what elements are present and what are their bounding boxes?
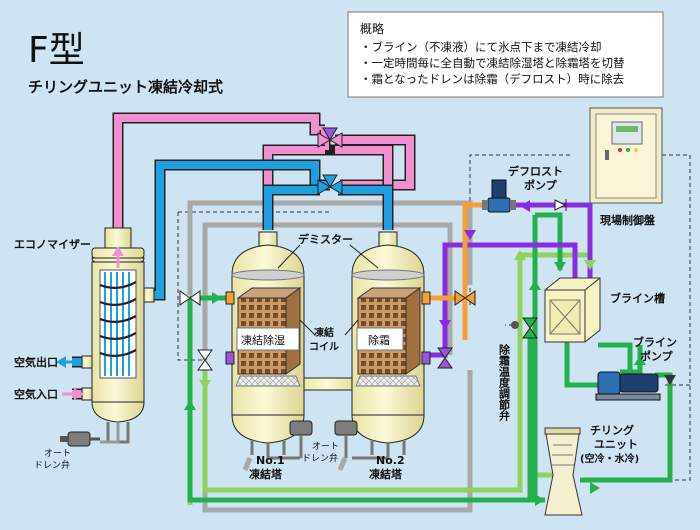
label-chiller-2: ユニット [594,438,638,451]
title-main: F型 [28,30,85,71]
auto-drain-valve-middle [266,420,390,460]
tower-2 [351,231,431,455]
valve-blue-mid [317,174,343,195]
defrost-temp-control-valve [511,317,538,339]
label-freeze-coil-1: 凍結 [314,326,334,339]
flow-arrows [184,200,676,506]
label-economizer: エコノマイザー [14,238,91,251]
economizer [81,227,155,444]
freeze-coil-pointer [299,319,359,336]
summary-line-3: ・霜となったドレンは除霜（デフロスト）時に除去 [360,72,624,86]
label-auto-drain-left-1: オート [44,448,71,459]
demister-pointer [277,244,379,269]
brine-tank [544,277,601,343]
label-air-in: 空気入口 [14,387,58,401]
valve-left-green [179,290,201,306]
label-tower2-name-1: No.2 [376,454,405,467]
brine-pump [595,371,661,401]
label-auto-drain-mid-1: オート [312,441,339,452]
summary-line-1: ・ブライン（不凍液）にて氷点下まで凍結冷却 [360,40,602,54]
valve-right-purple [437,347,453,369]
valve-pink-top [317,127,343,148]
label-brine-pump-2: ポンプ [640,349,674,363]
label-tower1-name-2: 凍結塔 [249,467,283,481]
auto-drain-valve-left [60,431,100,447]
label-tower2-mode: 除霜 [368,333,390,347]
summary-line-2: ・一定時間毎に全自動で凍結除湿塔と除霜塔を切替 [360,56,625,70]
label-auto-drain-mid-2: ドレン弁 [302,452,338,464]
defrost-pump [465,179,516,213]
summary-heading: 概略 [360,21,384,36]
chilling-unit [544,427,583,516]
valve-right-orange [454,290,476,306]
label-chiller-3: (空冷・水冷) [580,452,639,465]
purple-pipes [415,202,593,358]
title-sub: チリングユニット凍結冷却式 [28,78,223,96]
air-in-arrow [62,388,84,400]
label-tower1-name-1: No.1 [256,454,285,467]
valve-check-purple [554,199,567,211]
label-chiller-1: チリング [590,423,634,437]
tower-1 [225,231,305,455]
label-air-out: 空気出口 [14,355,58,369]
label-defrost-valve: 除霜温度調節弁 [498,343,512,422]
label-defrost-pump-1: デフロスト [508,164,563,178]
label-demister: デミスター [298,232,353,246]
valve-left-lower [197,349,213,371]
label-auto-drain-left-2: ドレン弁 [34,459,70,471]
label-defrost-pump-2: ポンプ [524,178,558,192]
label-tower2-name-2: 凍結塔 [369,467,403,481]
label-brine-tank: ブライン槽 [610,291,665,305]
green-pipes [187,212,673,503]
label-brine-pump-1: ブライン [633,335,677,349]
label-tower1-mode: 凍結除湿 [241,333,285,347]
label-freeze-coil-2: コイル [309,341,339,353]
control-panel [589,107,663,204]
summary-box: 概略 ・ブライン（不凍液）にて氷点下まで凍結冷却 ・一定時間毎に全自動で凍結除湿… [347,11,664,98]
air-out-arrow [56,356,78,368]
label-control-panel: 現場制御盤 [600,213,656,227]
